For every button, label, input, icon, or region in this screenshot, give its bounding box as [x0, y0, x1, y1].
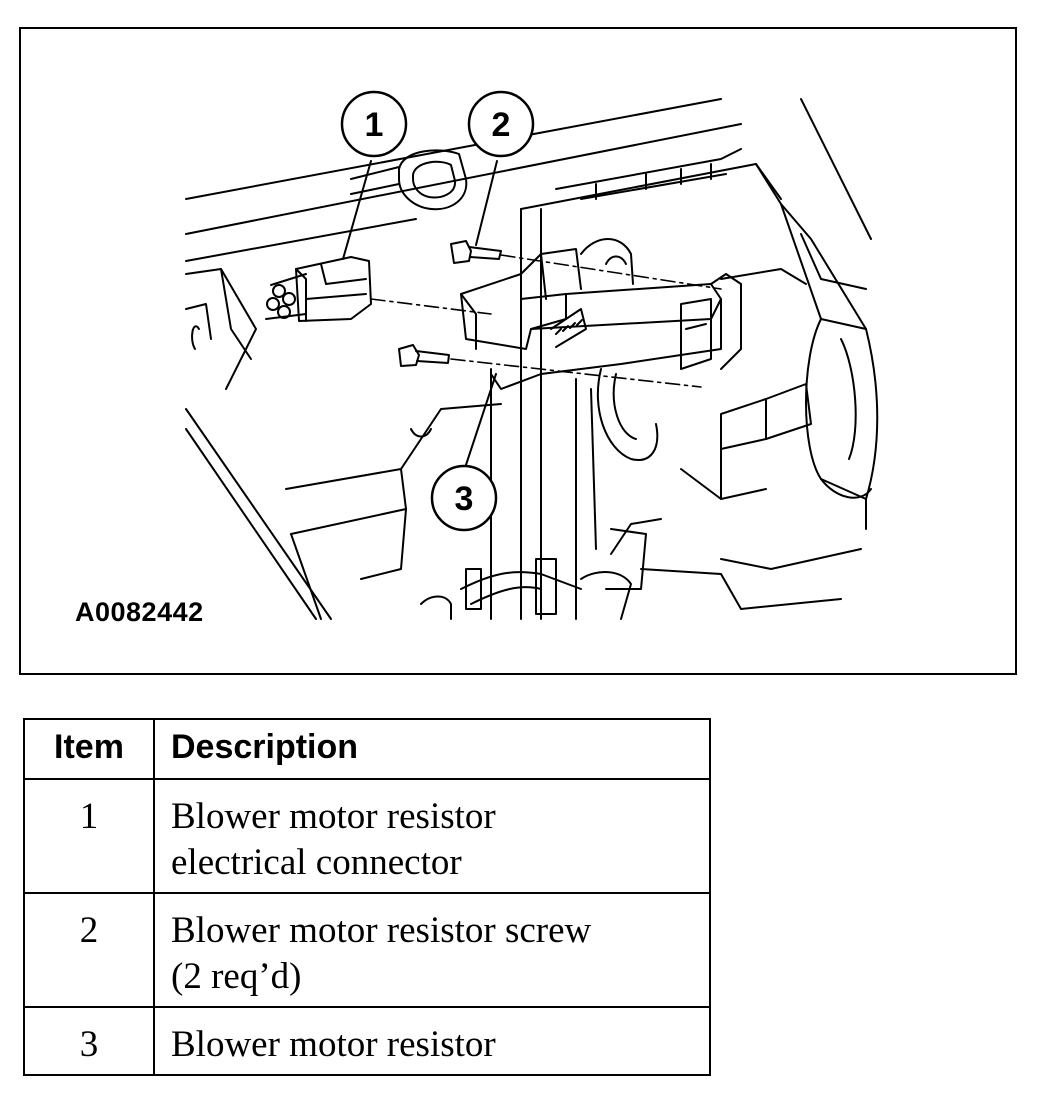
- header-description: Description: [153, 718, 711, 780]
- housing-vent-opening: [350, 149, 468, 211]
- legend-header-row: Item Description: [23, 718, 711, 780]
- figure-frame: 1 2 3 A0082442: [19, 27, 1017, 675]
- wiring-harness: [420, 518, 842, 620]
- legend-table: Item Description 1 Blower motor resistor…: [23, 718, 711, 1076]
- figure-id-label: A0082442: [75, 597, 204, 627]
- alignment-lines: [370, 254, 722, 388]
- row-item-number: 2: [23, 892, 155, 1008]
- blower-motor-resistor: [460, 238, 742, 461]
- callout-3-label: 3: [455, 480, 474, 518]
- housing-top-rails: [185, 98, 782, 262]
- table-row: 1 Blower motor resistor electrical conne…: [23, 778, 711, 894]
- row-description-line: electrical connector: [171, 842, 462, 883]
- header-item: Item: [23, 718, 155, 780]
- blower-housing-right: [680, 98, 879, 570]
- row-description-line: Blower motor resistor screw: [171, 910, 592, 951]
- callout-1: 1: [340, 90, 408, 158]
- row-item-number: 3: [23, 1006, 155, 1076]
- exploded-view-illustration: 1 2 3: [185, 90, 879, 620]
- callout-1-label: 1: [365, 106, 384, 144]
- row-description-line: Blower motor resistor: [171, 1024, 496, 1065]
- callout-leader-lines: [342, 160, 498, 475]
- callout-3: 3: [430, 464, 498, 532]
- table-row: 2 Blower motor resistor screw (2 req’d): [23, 892, 711, 1008]
- row-description: Blower motor resistor screw (2 req’d): [153, 892, 711, 1008]
- row-description: Blower motor resistor: [153, 1006, 711, 1076]
- row-item-number: 1: [23, 778, 155, 894]
- row-description-line: (2 req’d): [171, 956, 302, 997]
- housing-left-frame: [185, 268, 502, 620]
- row-description-line: Blower motor resistor: [171, 796, 496, 837]
- resistor-screws: [398, 240, 502, 367]
- table-row: 3 Blower motor resistor: [23, 1006, 711, 1076]
- row-description: Blower motor resistor electrical connect…: [153, 778, 711, 894]
- electrical-connector: [265, 256, 372, 322]
- callout-2: 2: [467, 90, 535, 158]
- callout-2-label: 2: [492, 106, 511, 144]
